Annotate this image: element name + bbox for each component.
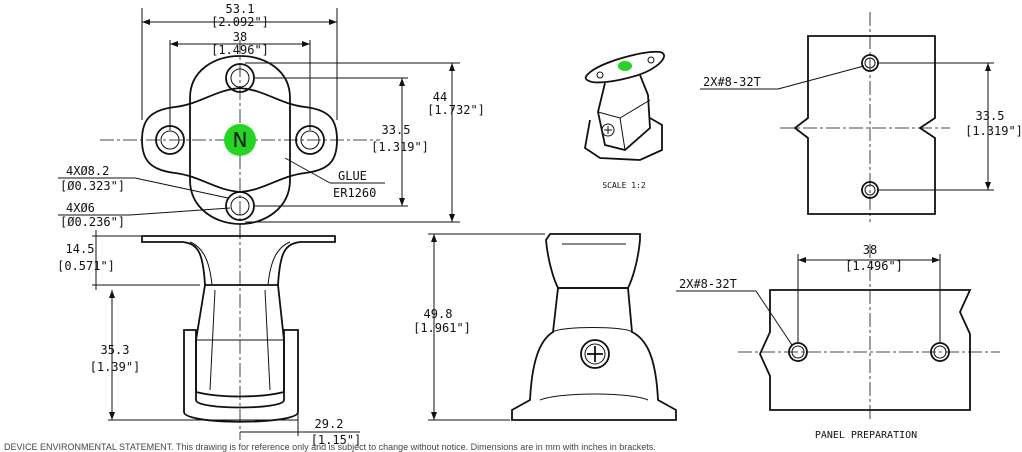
center-mark-circle	[224, 124, 256, 156]
center-mark-letter: N	[233, 128, 248, 152]
side-view: 49.8 [1.961"]	[413, 233, 677, 421]
front-view: 14.5 [0.571"] 35.3 [1.39"] 29.2 [1.15"]	[57, 225, 361, 447]
front-dim-base: 29.2	[315, 417, 344, 431]
panel-top-callout: 2X#8-32T	[703, 75, 761, 89]
hole-large-callout-in: [Ø0.323"]	[60, 179, 125, 193]
front-dim-mid-in: [1.39"]	[90, 360, 141, 374]
front-dim-top: 14.5	[66, 242, 95, 256]
dim-hole-spacing: 38	[233, 30, 247, 44]
dim-height: 44	[433, 90, 447, 104]
dim-overall-width-in: [2.092"]	[211, 15, 269, 29]
hole-small-callout: 4XØ6	[66, 201, 95, 215]
glue-label: GLUE	[338, 169, 367, 183]
panel-bottom-callout: 2X#8-32T	[679, 277, 737, 291]
side-dim-height-in: [1.961"]	[413, 321, 471, 335]
panel-prep-bottom: 38 [1.496"] 2X#8-32T PANEL PREPARATION	[676, 243, 1000, 441]
hole-small-callout-in: [Ø0.236"]	[60, 215, 125, 229]
side-dim-height: 49.8	[424, 307, 453, 321]
footer-text: DEVICE ENVIRONMENTAL STATEMENT. This dra…	[4, 442, 656, 452]
panel-top-dim-in: [1.319"]	[965, 124, 1022, 138]
dim-vertical-spacing: 33.5	[382, 123, 411, 137]
iso-scale: SCALE 1:2	[602, 181, 646, 190]
hole-large-callout: 4XØ8.2	[66, 164, 109, 178]
glue-part: ER1260	[333, 186, 376, 200]
panel-bottom-dim-in: [1.496"]	[845, 259, 903, 273]
front-dim-base-in: [1.15"]	[311, 433, 362, 447]
front-dim-top-in: [0.571"]	[57, 259, 115, 273]
dim-overall-width: 53.1	[226, 2, 255, 16]
iso-view: SCALE 1:2	[584, 50, 665, 190]
top-view: 53.1 [2.092"] 38 [1.496"] N	[58, 2, 485, 240]
panel-caption: PANEL PREPARATION	[815, 430, 917, 441]
panel-prep-top: 33.5 [1.319"] 2X#8-32T	[700, 12, 1022, 222]
dim-vertical-spacing-in: [1.319"]	[371, 140, 429, 154]
front-dim-mid: 35.3	[101, 343, 130, 357]
panel-top-dim: 33.5	[976, 109, 1005, 123]
panel-bottom-dim: 38	[863, 243, 877, 257]
dim-height-in: [1.732"]	[427, 103, 485, 117]
iso-center-mark	[618, 61, 632, 71]
